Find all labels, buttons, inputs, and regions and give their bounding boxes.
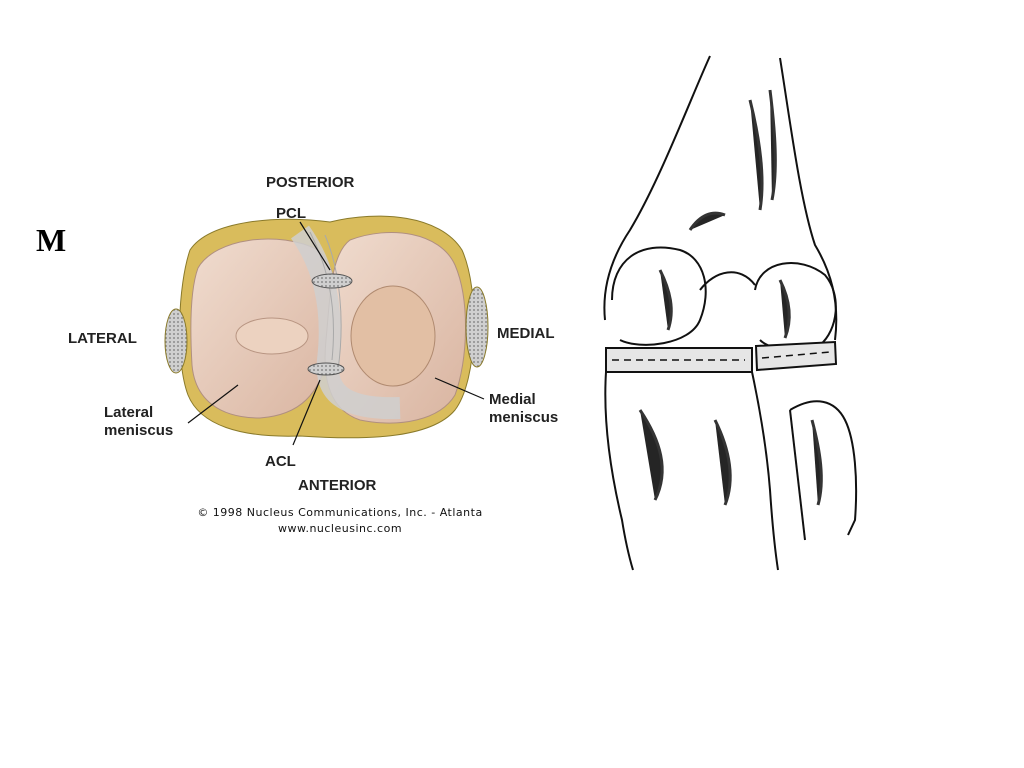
label-posterior: POSTERIOR (266, 174, 355, 191)
tibia-outline-right (751, 371, 779, 571)
acl-attachment (307, 362, 345, 376)
intercondylar-notch (699, 271, 756, 291)
knee-joint-drawing (603, 55, 858, 571)
acl-leader (292, 379, 321, 446)
fibula-outline (789, 400, 858, 536)
label-lateral: LATERAL (68, 330, 137, 347)
pcl-attachment (311, 273, 353, 289)
fibula-inner (789, 409, 806, 541)
medial-plateau (350, 285, 436, 387)
label-medial-meniscus: Medial meniscus (489, 391, 559, 426)
label-lateral-meniscus: Lateral meniscus (104, 404, 174, 439)
label-pcl: PCL (276, 205, 306, 222)
tibia-outline-left (604, 371, 634, 571)
medial-condyle (754, 262, 837, 352)
lateral-collateral-pad (164, 308, 188, 374)
copyright-line: © 1998 Nucleus Communications, Inc. - At… (197, 506, 483, 519)
lateral-meniscus-leader (187, 384, 239, 424)
knee-shading (638, 89, 823, 506)
label-anterior: ANTERIOR (298, 477, 377, 494)
medial-meniscus-band (754, 340, 838, 372)
medial-collateral-pad (465, 286, 489, 368)
medial-meniscus-leader (434, 377, 485, 400)
slide-letter: M (36, 222, 67, 258)
website-line: www.nucleusinc.com (277, 522, 403, 535)
pcl-leader (299, 221, 331, 271)
lateral-condyle (611, 246, 707, 346)
ligament-fibers (290, 225, 401, 420)
femur-outline-left (603, 55, 711, 321)
label-acl: ACL (265, 453, 296, 470)
femur-outline-right (779, 57, 838, 341)
lateral-plateau (235, 317, 309, 355)
copyright-credit: © 1998 Nucleus Communications, Inc. - At… (180, 505, 500, 537)
label-medial: MEDIAL (497, 325, 555, 342)
